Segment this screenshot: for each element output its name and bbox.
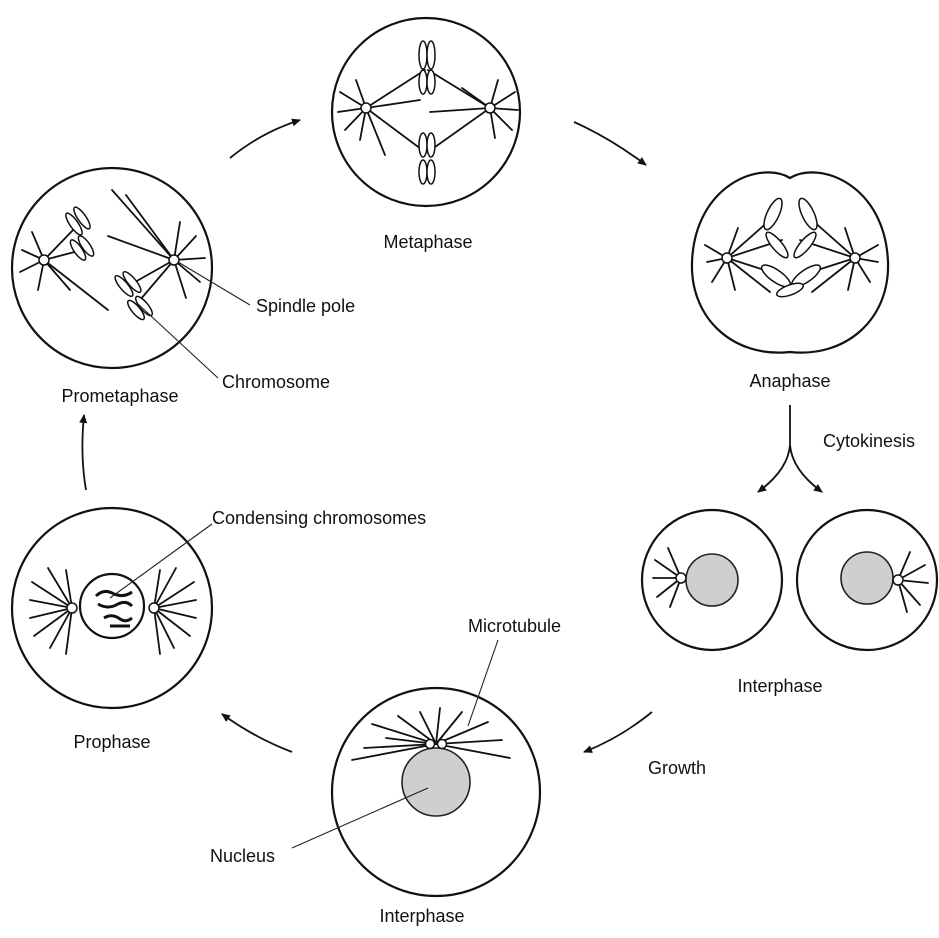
spindle-pole-label: Spindle pole (256, 296, 355, 316)
arrow-to-metaphase (229, 118, 301, 159)
spindle-pole-leader (177, 261, 251, 306)
cytokinesis-arrows (757, 405, 823, 493)
anaphase-right-pole (849, 252, 861, 264)
arrow-to-anaphase (573, 121, 647, 166)
prophase-label: Prophase (73, 732, 150, 752)
metaphase-left-pole (360, 102, 372, 114)
prophase-asters (29, 567, 197, 655)
metaphase-chromosome-top (418, 40, 436, 95)
microtubule-leader (467, 639, 499, 727)
prophase-cell (10, 506, 214, 710)
anaphase-chromosomes (760, 197, 822, 298)
prometaphase-chromosome-2 (114, 270, 154, 321)
chromosome-label: Chromosome (222, 372, 330, 392)
interphase-bottom-label: Interphase (379, 906, 464, 926)
anaphase-label: Anaphase (749, 371, 830, 391)
condensing-chromosomes-leader (109, 523, 213, 599)
interphase-bottom-cell (330, 686, 542, 898)
metaphase-chromosome-bottom (418, 132, 436, 185)
condensing-chromosomes-label: Condensing chromosomes (212, 508, 426, 528)
prophase-chromosomes (94, 589, 134, 628)
microtubule-label: Microtubule (468, 616, 561, 636)
arrow-to-prometaphase (79, 414, 88, 491)
nucleus-label: Nucleus (210, 846, 275, 866)
nucleus (401, 747, 471, 817)
prometaphase-label: Prometaphase (61, 386, 178, 406)
daughter-cell-right (795, 508, 939, 652)
growth-label: Growth (648, 758, 706, 778)
anaphase-cell (690, 171, 890, 354)
arrow-to-prophase (221, 713, 293, 753)
metaphase-right-pole (484, 102, 496, 114)
interphase-right-label: Interphase (737, 676, 822, 696)
nucleus-leader (291, 787, 429, 849)
chromosome-leader (137, 303, 219, 379)
growth-arrow (583, 711, 653, 753)
cytokinesis-label: Cytokinesis (823, 431, 915, 451)
prometaphase-cell (10, 166, 214, 370)
daughter-cell-left (640, 508, 784, 652)
metaphase-cell (330, 16, 522, 208)
anaphase-left-pole (721, 252, 733, 264)
prometaphase-spindle-pole (168, 254, 180, 266)
prometaphase-chromosome-1 (65, 206, 95, 261)
metaphase-label: Metaphase (383, 232, 472, 252)
